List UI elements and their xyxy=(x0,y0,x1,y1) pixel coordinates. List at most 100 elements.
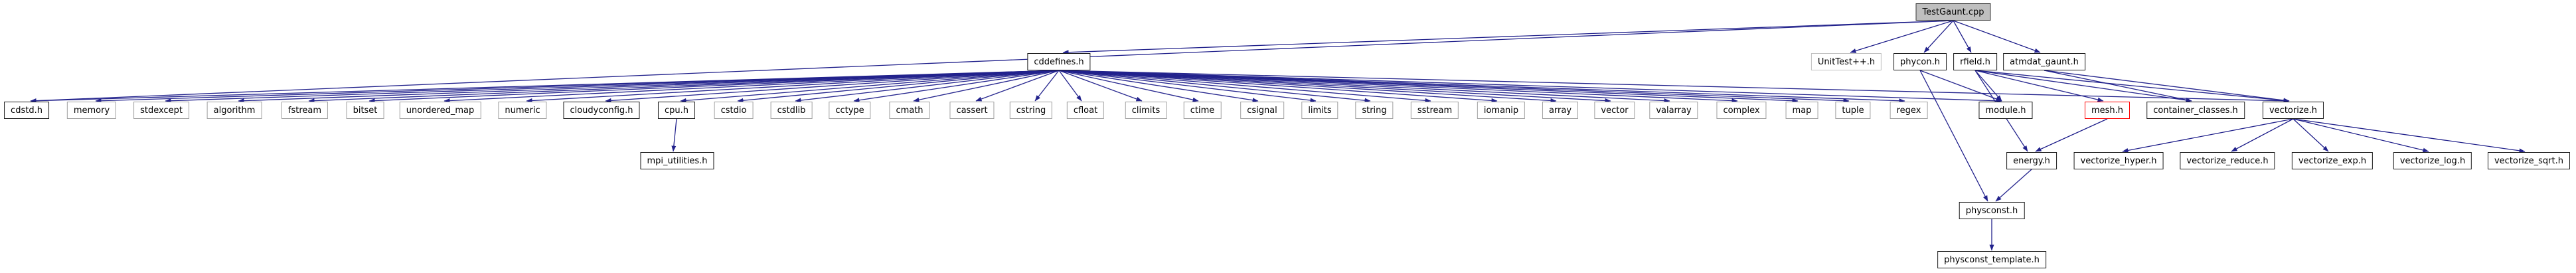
include-edge-cddefines-to-cloudyconfig xyxy=(605,70,1060,103)
include-edge-testgaunt-to-cdstd xyxy=(30,20,1954,104)
graph-node-unordered_map: unordered_map xyxy=(399,102,481,119)
include-edge-energy-to-physconst xyxy=(1995,169,2032,202)
include-edge-phycon-to-module xyxy=(1919,70,2002,102)
include-edge-cddefines-to-algorithm xyxy=(238,70,1060,104)
include-edge-cddefines-to-numeric xyxy=(526,70,1060,104)
graph-node-module[interactable]: module.h xyxy=(1978,102,2033,119)
include-edge-testgaunt-to-unittest xyxy=(1850,20,1954,53)
graph-node-climits: climits xyxy=(1125,102,1167,119)
graph-node-cloudyconfig[interactable]: cloudyconfig.h xyxy=(563,102,640,119)
graph-node-cstdlib: cstdlib xyxy=(770,102,813,119)
graph-node-container_classes[interactable]: container_classes.h xyxy=(2146,102,2245,119)
include-edge-testgaunt-to-cddefines xyxy=(1062,20,1954,55)
graph-node-vreduce[interactable]: vectorize_reduce.h xyxy=(2180,152,2275,169)
include-edge-testgaunt-to-phycon xyxy=(1923,20,1954,53)
include-edge-cddefines-to-vector xyxy=(1058,70,1611,104)
graph-node-unittest: UnitTest++.h xyxy=(1811,53,1882,70)
graph-node-map: map xyxy=(1785,102,1818,119)
include-edge-vectorize-to-vreduce xyxy=(2231,118,2294,152)
include-edge-cddefines-to-cctype xyxy=(853,70,1060,103)
include-edge-cpu-to-mpi_utilities xyxy=(671,118,677,152)
graph-node-rfield[interactable]: rfield.h xyxy=(1953,53,1997,70)
graph-node-atmdat[interactable]: atmdat_gaunt.h xyxy=(2003,53,2085,70)
graph-node-cfloat: cfloat xyxy=(1066,102,1105,119)
graph-node-ctime: ctime xyxy=(1183,102,1222,119)
include-edge-rfield-to-container_classes xyxy=(1974,70,2192,103)
graph-node-energy[interactable]: energy.h xyxy=(2006,152,2057,169)
include-edge-cddefines-to-climits xyxy=(1058,70,1143,102)
graph-node-cctype: cctype xyxy=(829,102,871,119)
include-edge-cddefines-to-vectorize xyxy=(1058,70,2290,104)
include-edge-cddefines-to-iomanip xyxy=(1058,70,1498,103)
graph-node-cstdio: cstdio xyxy=(714,102,754,119)
include-edge-cddefines-to-ctime xyxy=(1058,70,1199,102)
graph-node-physconst[interactable]: physconst.h xyxy=(1959,202,2025,219)
graph-node-cmath: cmath xyxy=(889,102,930,119)
include-edge-mesh-to-energy xyxy=(2035,118,2108,152)
include-edge-atmdat-to-container_classes xyxy=(2044,70,2192,102)
include-edge-rfield-to-module xyxy=(1974,70,2002,102)
graph-node-tuple: tuple xyxy=(1835,102,1871,119)
include-edge-cddefines-to-csignal xyxy=(1058,70,1259,103)
graph-node-vhyper[interactable]: vectorize_hyper.h xyxy=(2073,152,2164,169)
graph-node-mpi_utilities[interactable]: mpi_utilities.h xyxy=(640,152,714,169)
graph-node-cpu[interactable]: cpu.h xyxy=(657,102,696,119)
include-edge-cddefines-to-array xyxy=(1058,70,1557,103)
include-edge-cddefines-to-fstream xyxy=(308,70,1060,104)
include-edge-cddefines-to-cpu xyxy=(680,70,1060,103)
graph-node-vexp[interactable]: vectorize_exp.h xyxy=(2291,152,2374,169)
graph-node-phycon[interactable]: phycon.h xyxy=(1893,53,1947,70)
graph-node-vsqrt[interactable]: vectorize_sqrt.h xyxy=(2487,152,2571,169)
include-edge-cddefines-to-cmath xyxy=(913,70,1060,102)
graph-node-regex: regex xyxy=(1890,102,1928,119)
graph-node-cstring: cstring xyxy=(1009,102,1053,119)
graph-node-numeric: numeric xyxy=(498,102,547,119)
include-edge-rfield-to-vectorize xyxy=(1974,70,2290,103)
graph-node-cddefines[interactable]: cddefines.h xyxy=(1027,53,1091,70)
graph-node-ptemplate[interactable]: physconst_template.h xyxy=(1937,251,2046,268)
include-edge-cddefines-to-stdexcept xyxy=(165,70,1060,104)
include-edge-cddefines-to-cstdlib xyxy=(795,70,1060,103)
graph-node-valarray: valarray xyxy=(1649,102,1698,119)
include-edge-vectorize-to-vexp xyxy=(2293,118,2329,152)
include-edge-cddefines-to-cfloat xyxy=(1058,70,1082,102)
graph-node-cassert: cassert xyxy=(949,102,995,119)
graph-node-vector: vector xyxy=(1594,102,1635,119)
include-edge-atmdat-to-vectorize xyxy=(2044,70,2290,103)
graph-node-cdstd[interactable]: cdstd.h xyxy=(4,102,49,119)
graph-node-mesh[interactable]: mesh.h xyxy=(2084,102,2131,119)
include-edge-cddefines-to-regex xyxy=(1058,70,1905,104)
include-edge-cddefines-to-limits xyxy=(1058,70,1317,103)
graph-node-array: array xyxy=(1542,102,1579,119)
graph-node-sstream: sstream xyxy=(1410,102,1459,119)
graph-node-testgaunt[interactable]: TestGaunt.cpp xyxy=(1915,3,1991,21)
include-edge-cddefines-to-string xyxy=(1058,70,1371,103)
include-edge-testgaunt-to-atmdat xyxy=(1953,20,2041,53)
include-edge-vectorize-to-vsqrt xyxy=(2293,118,2526,153)
graph-node-string: string xyxy=(1355,102,1394,119)
include-edge-cddefines-to-sstream xyxy=(1058,70,1431,103)
include-edge-cddefines-to-cstdio xyxy=(737,70,1060,103)
graph-node-iomanip: iomanip xyxy=(1477,102,1526,119)
include-edge-vectorize-to-vhyper xyxy=(2122,118,2294,153)
graph-node-vlog[interactable]: vectorize_log.h xyxy=(2393,152,2472,169)
include-edge-cddefines-to-module xyxy=(1058,70,2002,104)
graph-node-limits: limits xyxy=(1301,102,1338,119)
include-edge-cddefines-to-bitset xyxy=(368,70,1060,104)
include-edge-vectorize-to-vlog xyxy=(2293,118,2429,153)
graph-node-fstream: fstream xyxy=(281,102,329,119)
include-edge-cddefines-to-valarray xyxy=(1058,70,1670,104)
include-edge-cddefines-to-cstring xyxy=(1034,70,1060,102)
graph-node-stdexcept: stdexcept xyxy=(133,102,189,119)
include-edge-cddefines-to-cassert xyxy=(975,70,1060,102)
graph-node-bitset: bitset xyxy=(346,102,384,119)
graph-node-algorithm: algorithm xyxy=(206,102,262,119)
graph-node-vectorize[interactable]: vectorize.h xyxy=(2262,102,2324,119)
include-edge-phycon-to-physconst xyxy=(1919,70,1988,202)
include-edge-cddefines-to-unordered_map xyxy=(443,70,1060,104)
include-edge-testgaunt-to-rfield xyxy=(1953,20,1972,53)
graph-node-csignal: csignal xyxy=(1240,102,1284,119)
graph-node-complex: complex xyxy=(1716,102,1767,119)
